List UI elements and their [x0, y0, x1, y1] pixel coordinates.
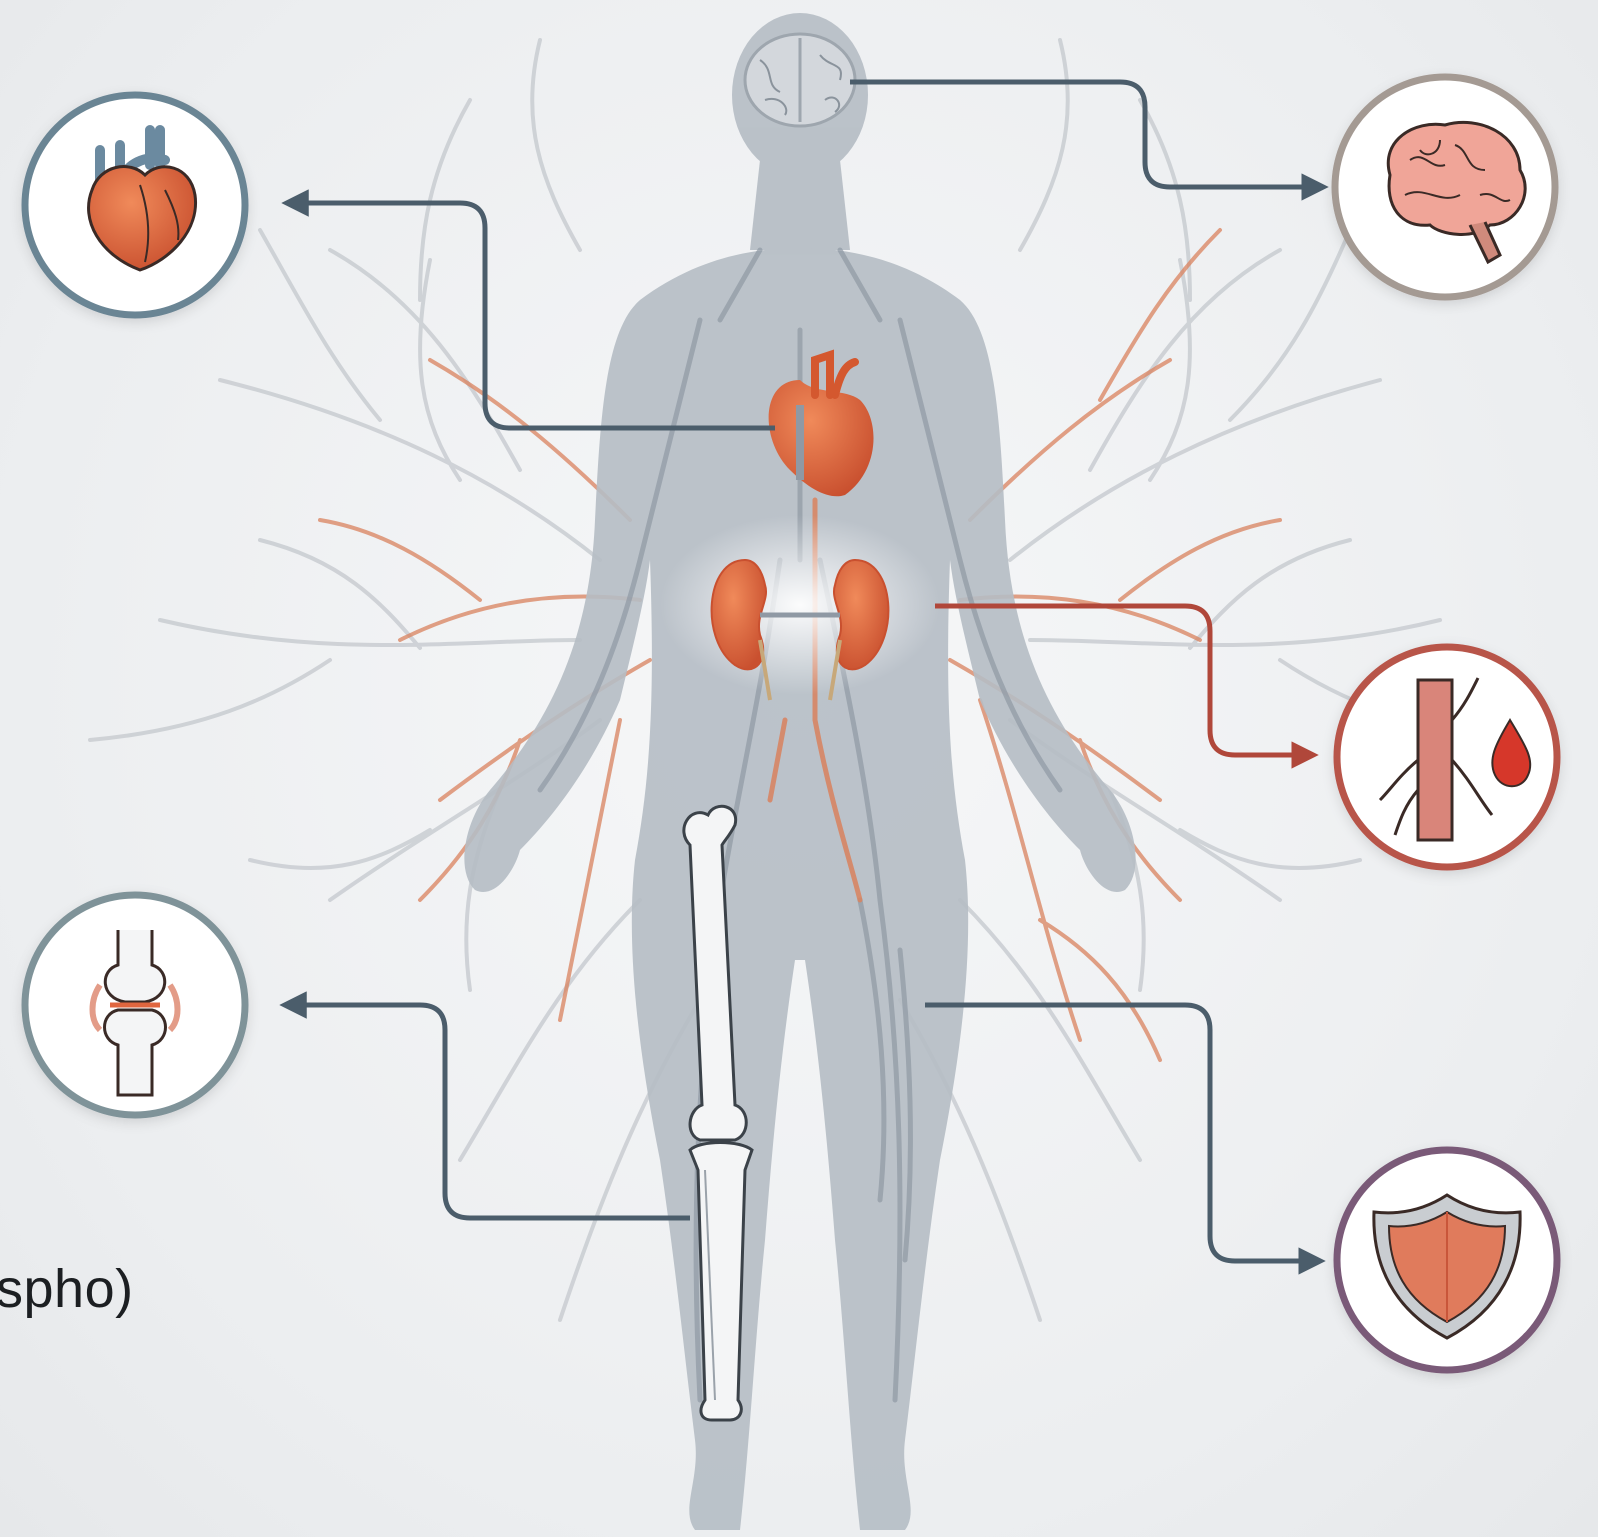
partial-label-text: spho) [0, 1262, 134, 1316]
arrow-to-shield [925, 1005, 1312, 1261]
arrow-to-joint [293, 1005, 690, 1218]
head-brain [745, 34, 855, 126]
arrow-to-brain [850, 82, 1315, 187]
